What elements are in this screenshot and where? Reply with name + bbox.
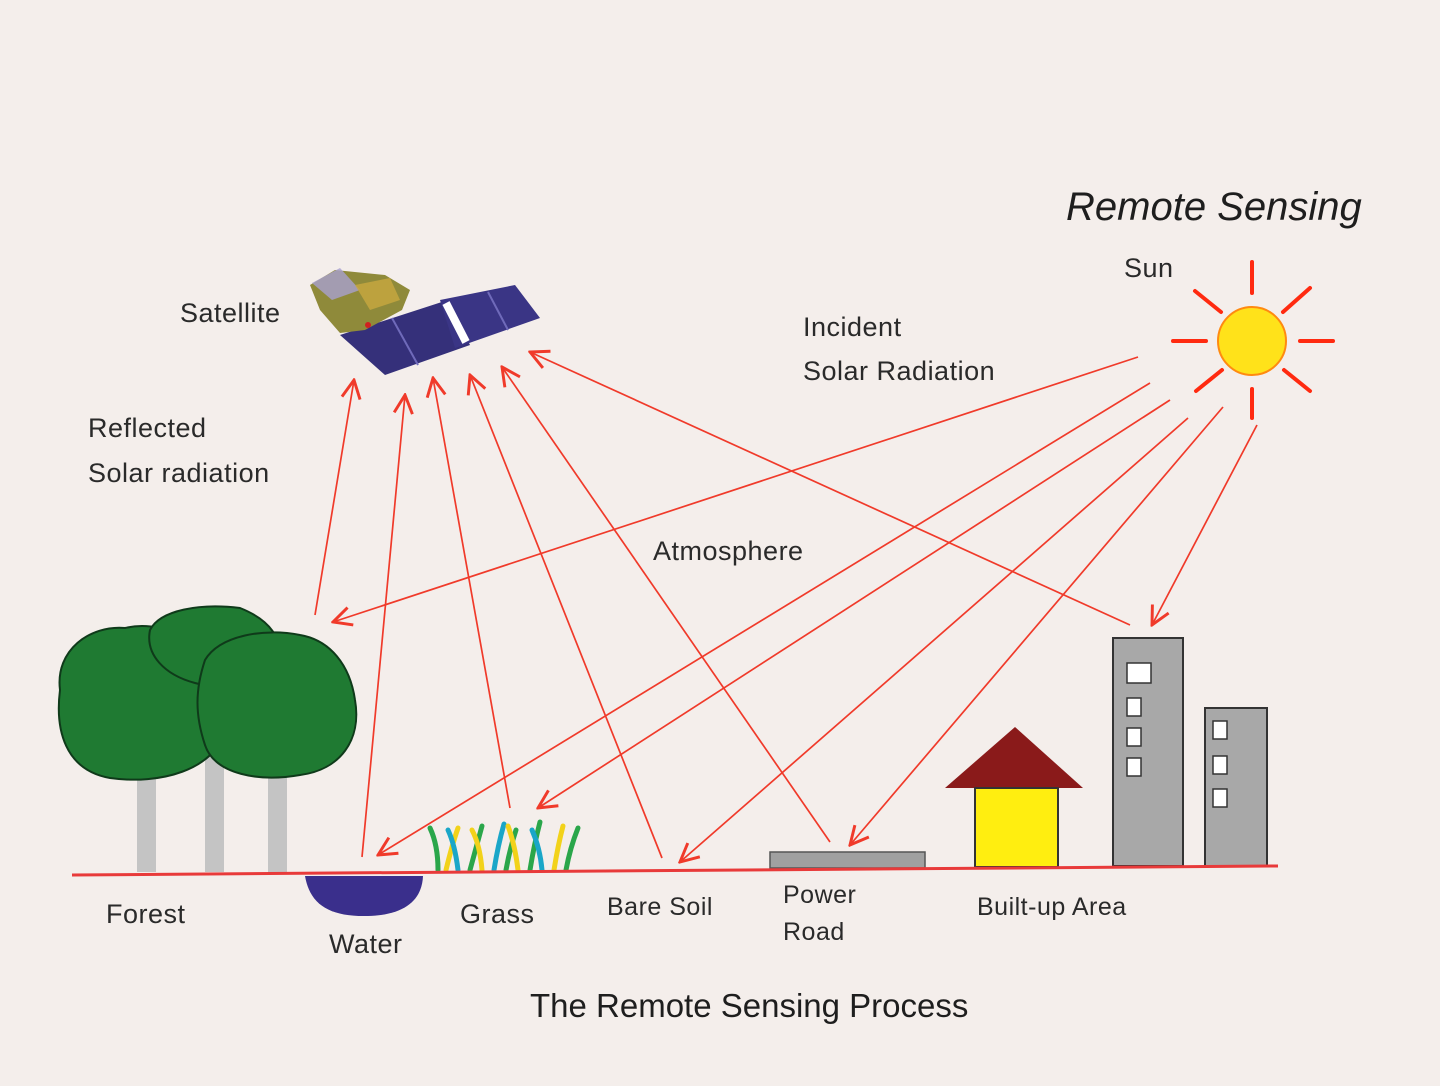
incident-arrow-road (850, 406, 1224, 845)
diagram-caption: The Remote Sensing Process (530, 987, 969, 1024)
incident-arrow-bare-soil (680, 417, 1189, 862)
bare-soil-label: Bare Soil (607, 893, 713, 921)
water-label: Water (329, 929, 403, 959)
sun-icon (1171, 260, 1335, 420)
satellite-icon (310, 268, 540, 375)
diagram-title: Remote Sensing (1066, 185, 1362, 229)
building-icon (1112, 637, 1268, 867)
water-icon (305, 876, 423, 917)
incident-arrow-grass (538, 399, 1171, 808)
ground-line (71, 864, 1279, 877)
incident-label-line2: Solar Radiation (803, 356, 996, 386)
power-road-label-line1: Power (783, 881, 857, 909)
incident-arrow-built-up (1152, 424, 1258, 625)
radiation-arrows (314, 352, 1258, 862)
reflected-arrow-water (361, 395, 405, 858)
forest-icon (57, 605, 358, 872)
forest-label: Forest (106, 899, 186, 929)
atmosphere-label: Atmosphere (653, 536, 804, 566)
house-icon (945, 727, 1083, 868)
reflected-label-line1: Reflected (88, 413, 207, 443)
sun-label: Sun (1124, 253, 1174, 283)
power-road-label-line2: Road (783, 918, 845, 946)
reflected-arrow-road (502, 367, 831, 843)
reflected-label-line2: Solar radiation (88, 458, 270, 488)
reflected-arrow-forest (314, 380, 354, 616)
incident-label-line1: Incident (803, 312, 902, 342)
built-up-area-label: Built-up Area (977, 893, 1127, 921)
reflected-arrow-grass (433, 378, 511, 809)
grass-label: Grass (460, 899, 535, 929)
incident-arrow-water (378, 382, 1151, 855)
power-road-icon (769, 851, 926, 869)
reflected-arrow-built-up (530, 352, 1131, 626)
grass-icon (427, 819, 581, 873)
satellite-label: Satellite (180, 298, 281, 328)
incident-arrow-forest (333, 356, 1139, 622)
reflected-arrow-bare-soil (470, 375, 663, 859)
